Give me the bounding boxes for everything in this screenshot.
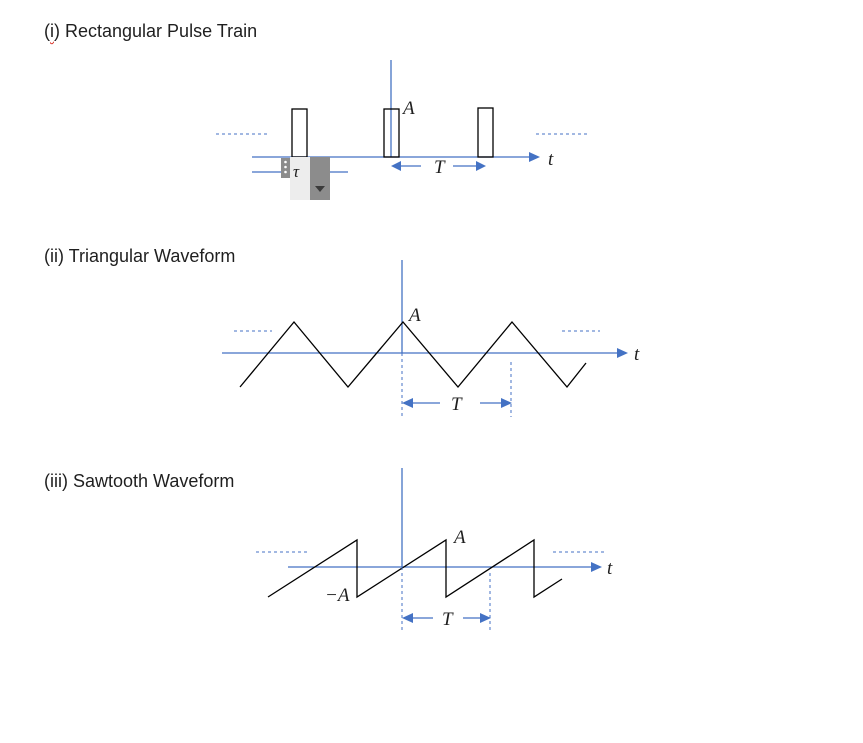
drag-handle-dot-1 [284,160,287,164]
rectangular-pulse-diagram: A T t τ [216,60,590,200]
saw-waveform-line [267,538,563,599]
rect-pulse-left [291,108,308,158]
rect-pulse-width-label: τ [293,162,300,181]
rect-period-arrowhead-left [391,161,401,171]
saw-period-label: T [442,609,454,630]
heading-rect-text: ) Rectangular Pulse Train [54,21,258,41]
tri-amplitude-label: A [407,305,421,326]
heading-paren-open: ( [44,21,50,41]
rect-pulse-center [383,108,400,158]
rect-period-arrowhead-right [476,161,486,171]
rect-amplitude-label: A [401,98,415,119]
saw-negative-amplitude-label: −A [325,585,350,606]
triangular-waveform-diagram: A t T [222,260,640,417]
tri-time-axis-arrowhead [617,348,628,358]
rect-pulse-right [477,107,494,158]
rect-time-axis-arrowhead [529,152,540,162]
heading-spell-flag: i [50,21,54,41]
saw-time-axis-label: t [607,558,613,579]
rect-time-axis-label: t [548,149,554,170]
drag-handle-dot-2 [284,165,287,169]
tri-period-arrowhead-right [501,398,512,408]
chevron-down-icon[interactable] [315,186,325,192]
heading-rectangular-pulse-train: (i) Rectangular Pulse Train [44,21,257,42]
tri-period-arrowhead-left [402,398,413,408]
tau-dropdown-handle[interactable] [310,157,330,200]
saw-period-arrowhead-right [480,613,491,623]
drag-handle-dot-3 [284,170,287,174]
saw-period-arrowhead-left [402,613,413,623]
rect-period-label: T [434,157,446,178]
saw-time-axis-arrowhead [591,562,602,572]
tri-period-label: T [451,394,463,415]
heading-triangular-waveform: (ii) Triangular Waveform [44,246,236,266]
tri-waveform-line [239,320,587,389]
heading-sawtooth-waveform: (iii) Sawtooth Waveform [44,471,235,491]
tri-time-axis-label: t [634,344,640,365]
tau-edit-field[interactable] [290,157,310,200]
sawtooth-waveform-diagram: A −A t T [256,468,613,633]
saw-amplitude-label: A [452,527,466,548]
